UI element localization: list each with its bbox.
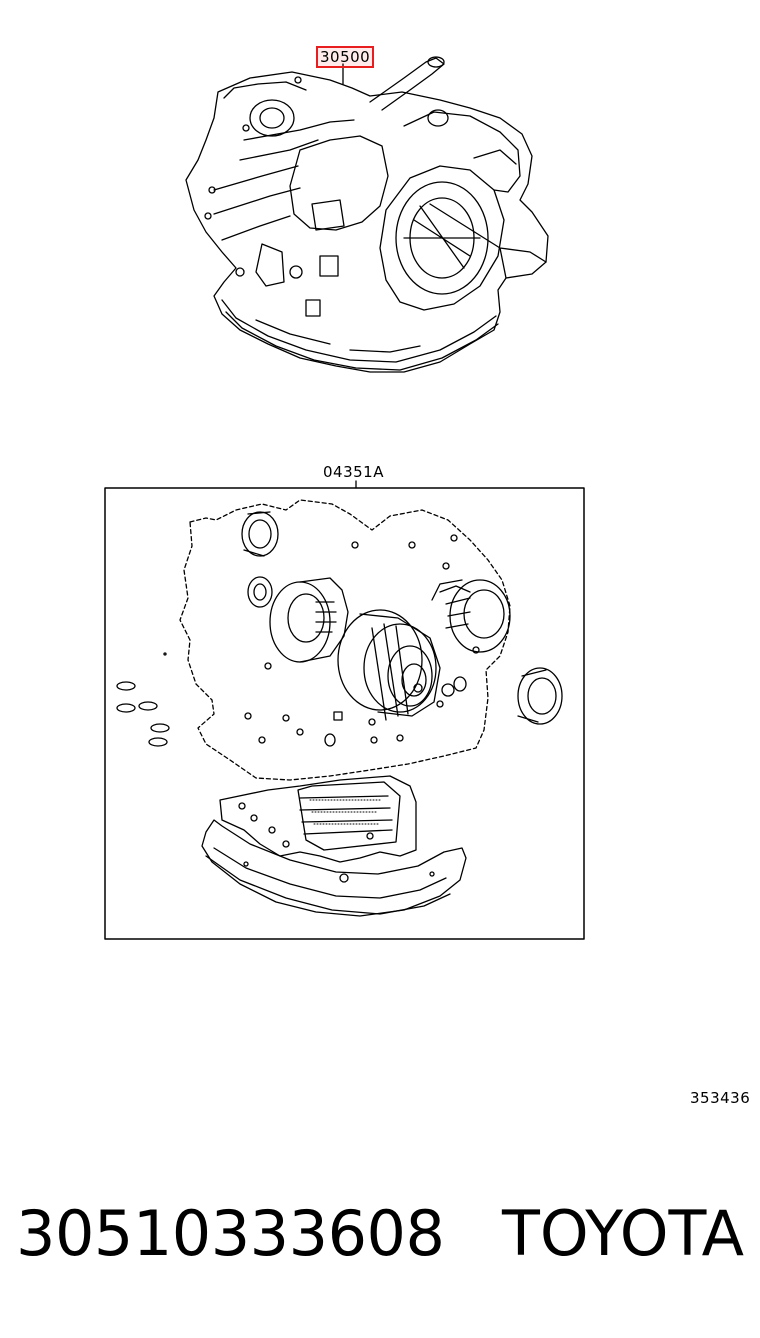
callout-transmission-assembly[interactable]: 30500 <box>316 46 375 68</box>
transmission-assembly-drawing <box>185 56 549 373</box>
brand-name: TOYOTA <box>501 1197 744 1270</box>
gasket-kit-drawing <box>116 499 563 917</box>
callout-overhaul-kit[interactable]: 04351A <box>323 463 384 481</box>
product-footer: 30510333608 TOYOTA <box>0 1195 760 1275</box>
part-number: 30510333608 <box>16 1197 445 1270</box>
kit-frame <box>104 487 585 940</box>
diagram-id: 353436 <box>690 1089 751 1107</box>
